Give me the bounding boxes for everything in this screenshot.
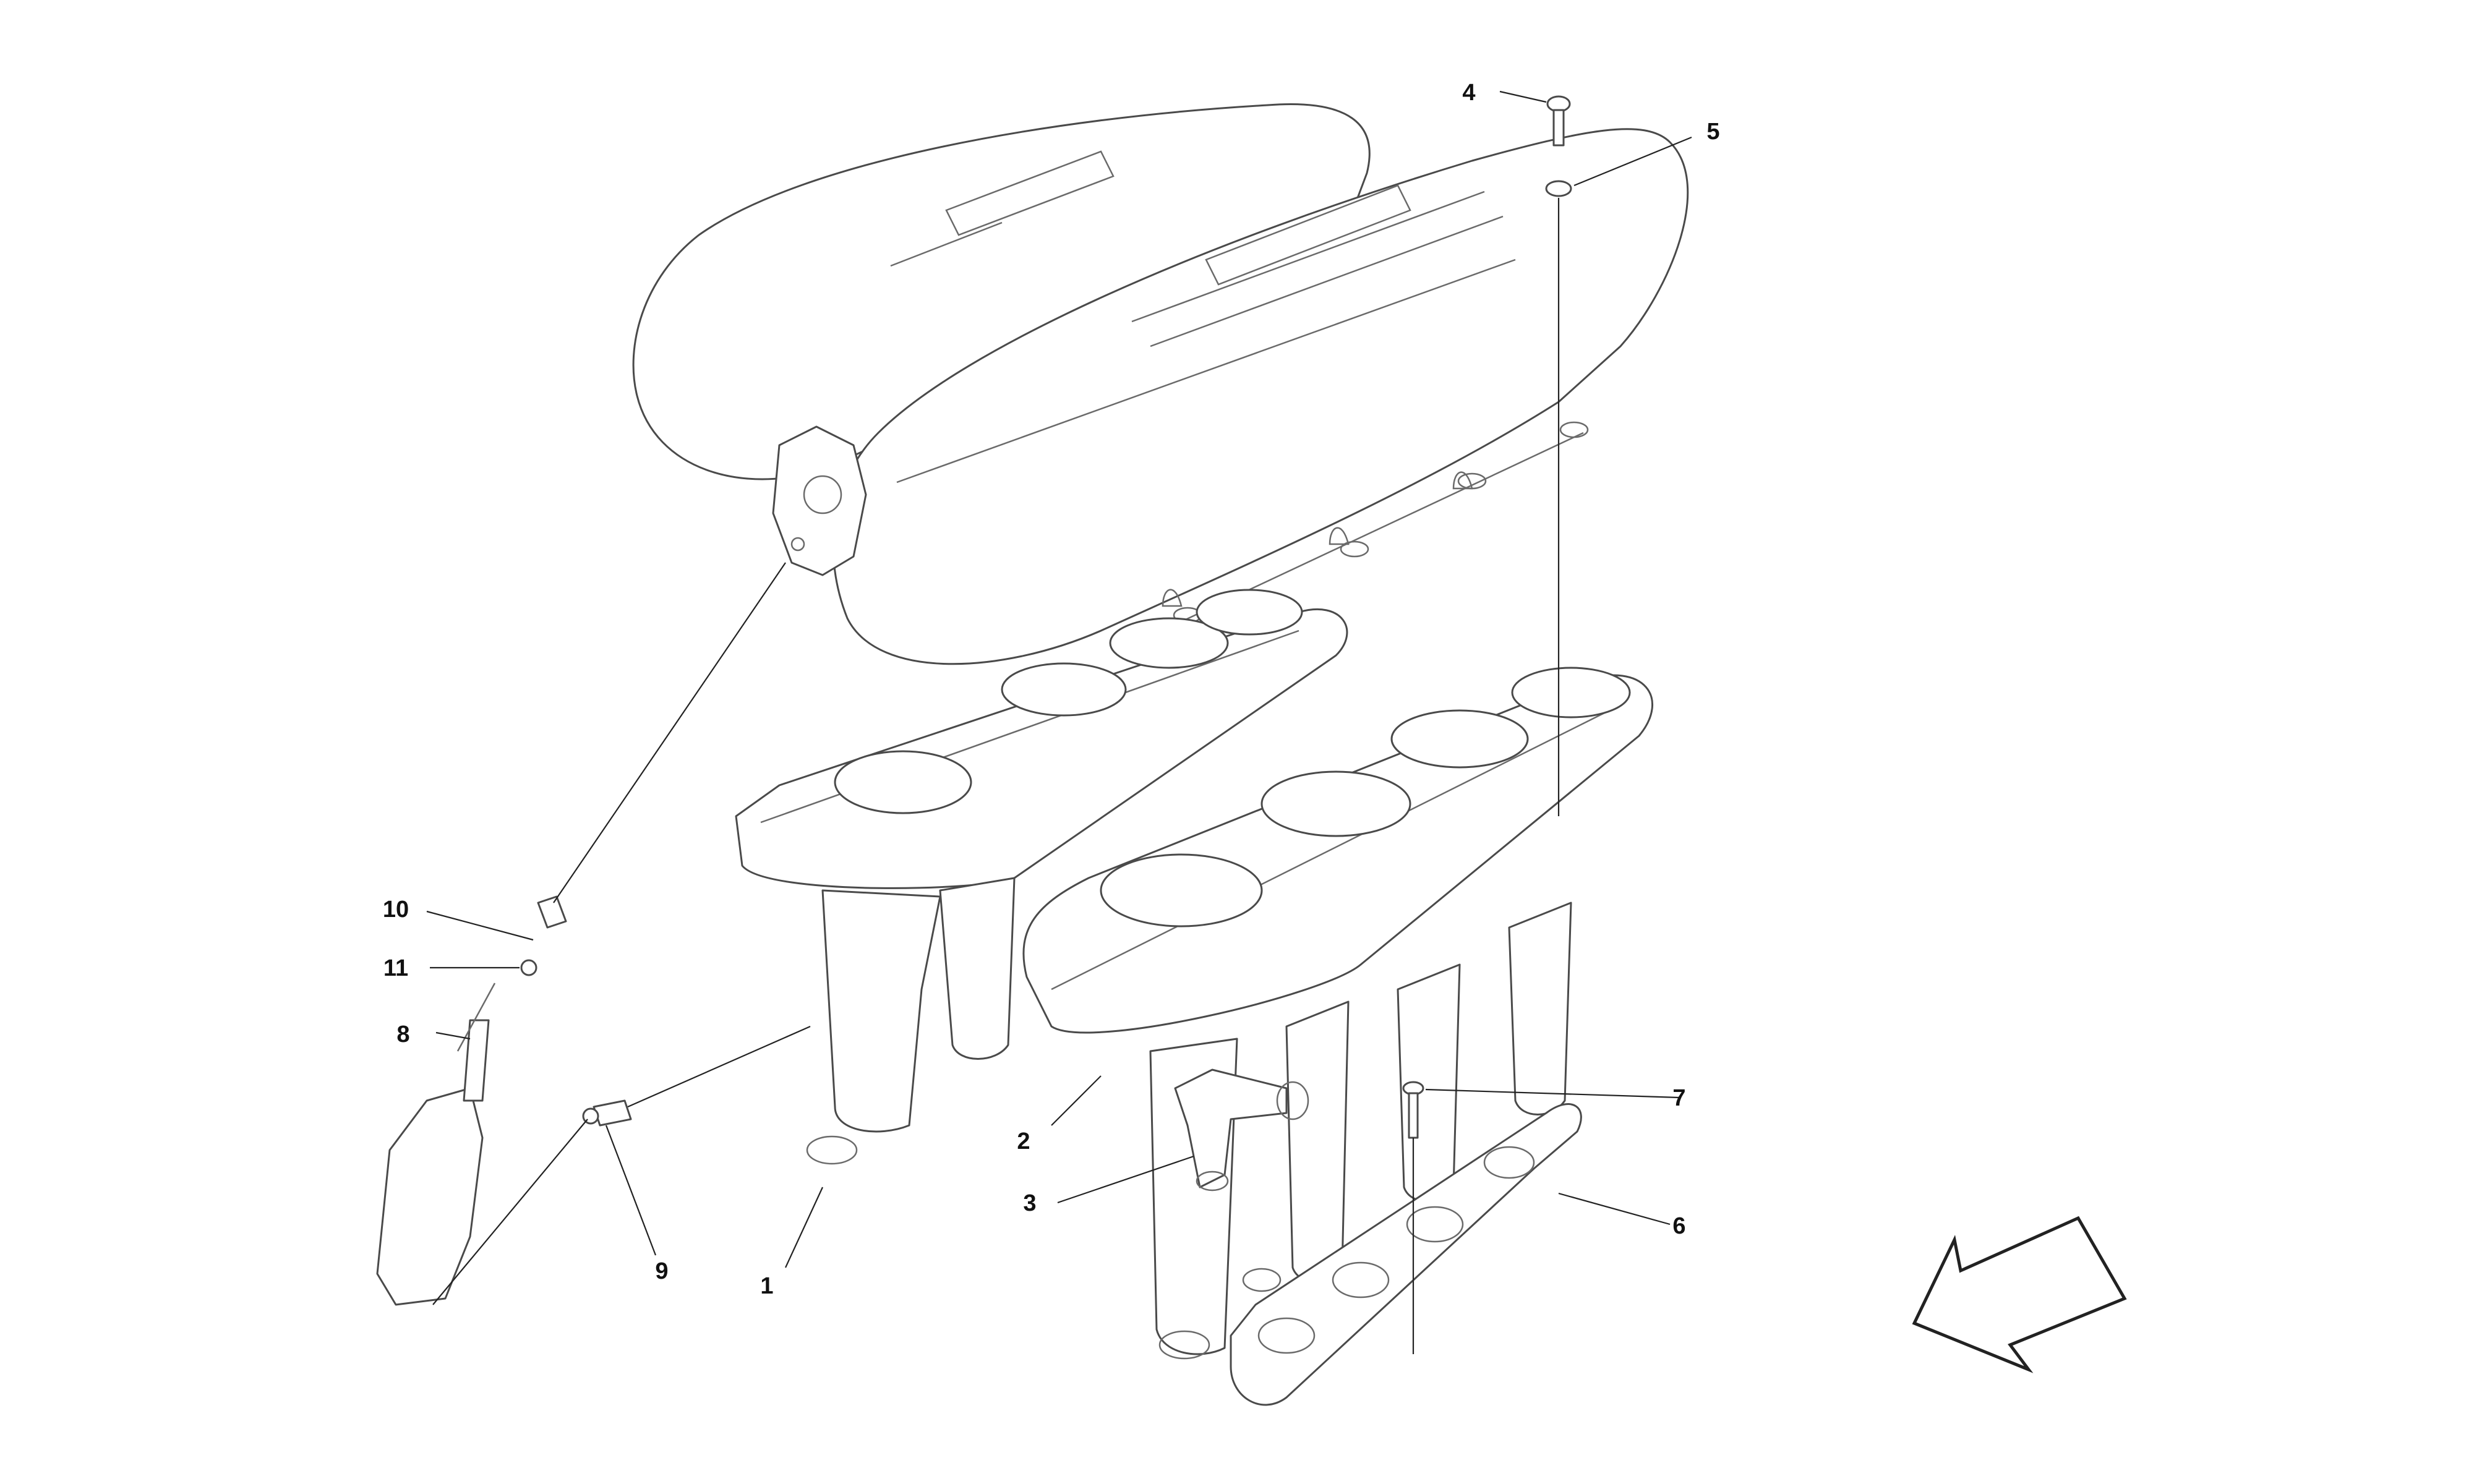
callout-3: 3: [1023, 1190, 1036, 1216]
leader-1: [785, 1187, 823, 1268]
callout-leaders: [426, 90, 1692, 1268]
adapter-fitting: [582, 1099, 632, 1127]
callout-6: 6: [1672, 1213, 1685, 1239]
leader-10: [426, 910, 534, 941]
callout-7: 7: [1672, 1085, 1685, 1111]
leader-5: [1573, 136, 1692, 187]
callout-5: 5: [1706, 119, 1719, 145]
leader-4: [1499, 90, 1547, 103]
bolt: [1546, 95, 1571, 147]
washer: [1545, 180, 1572, 197]
intake-plenum-cover: [632, 103, 1689, 665]
throttle-body: [772, 425, 867, 576]
assembly-line-sensor-upper: [553, 562, 786, 903]
pressure-sensor: [376, 983, 496, 1306]
callout-9: 9: [655, 1258, 668, 1284]
assembly-line-fitting: [627, 1025, 811, 1108]
sealing-washer: [520, 959, 537, 976]
front-intake-manifold: [1022, 667, 1653, 1360]
manifold-gasket: [1230, 1103, 1582, 1406]
callout-8: 8: [396, 1021, 409, 1047]
leader-3: [1057, 1155, 1194, 1204]
leader-8: [435, 1031, 471, 1040]
assembly-line-sensor-lower: [432, 1119, 588, 1305]
direction-arrow-icon: [1912, 1216, 2127, 1373]
leader-9: [605, 1125, 657, 1256]
leader-6: [1558, 1192, 1671, 1226]
callout-10: 10: [383, 897, 409, 923]
leader-7: [1425, 1088, 1680, 1099]
callout-2: 2: [1017, 1128, 1030, 1154]
tee-fitting: [1174, 1068, 1309, 1192]
rear-intake-manifold: [735, 589, 1348, 1165]
callout-11: 11: [383, 955, 408, 981]
union-nut: [537, 895, 567, 929]
callout-4: 4: [1462, 80, 1475, 106]
stud: [1402, 1081, 1424, 1139]
leader-2: [1051, 1075, 1102, 1126]
callout-1: 1: [760, 1273, 773, 1299]
